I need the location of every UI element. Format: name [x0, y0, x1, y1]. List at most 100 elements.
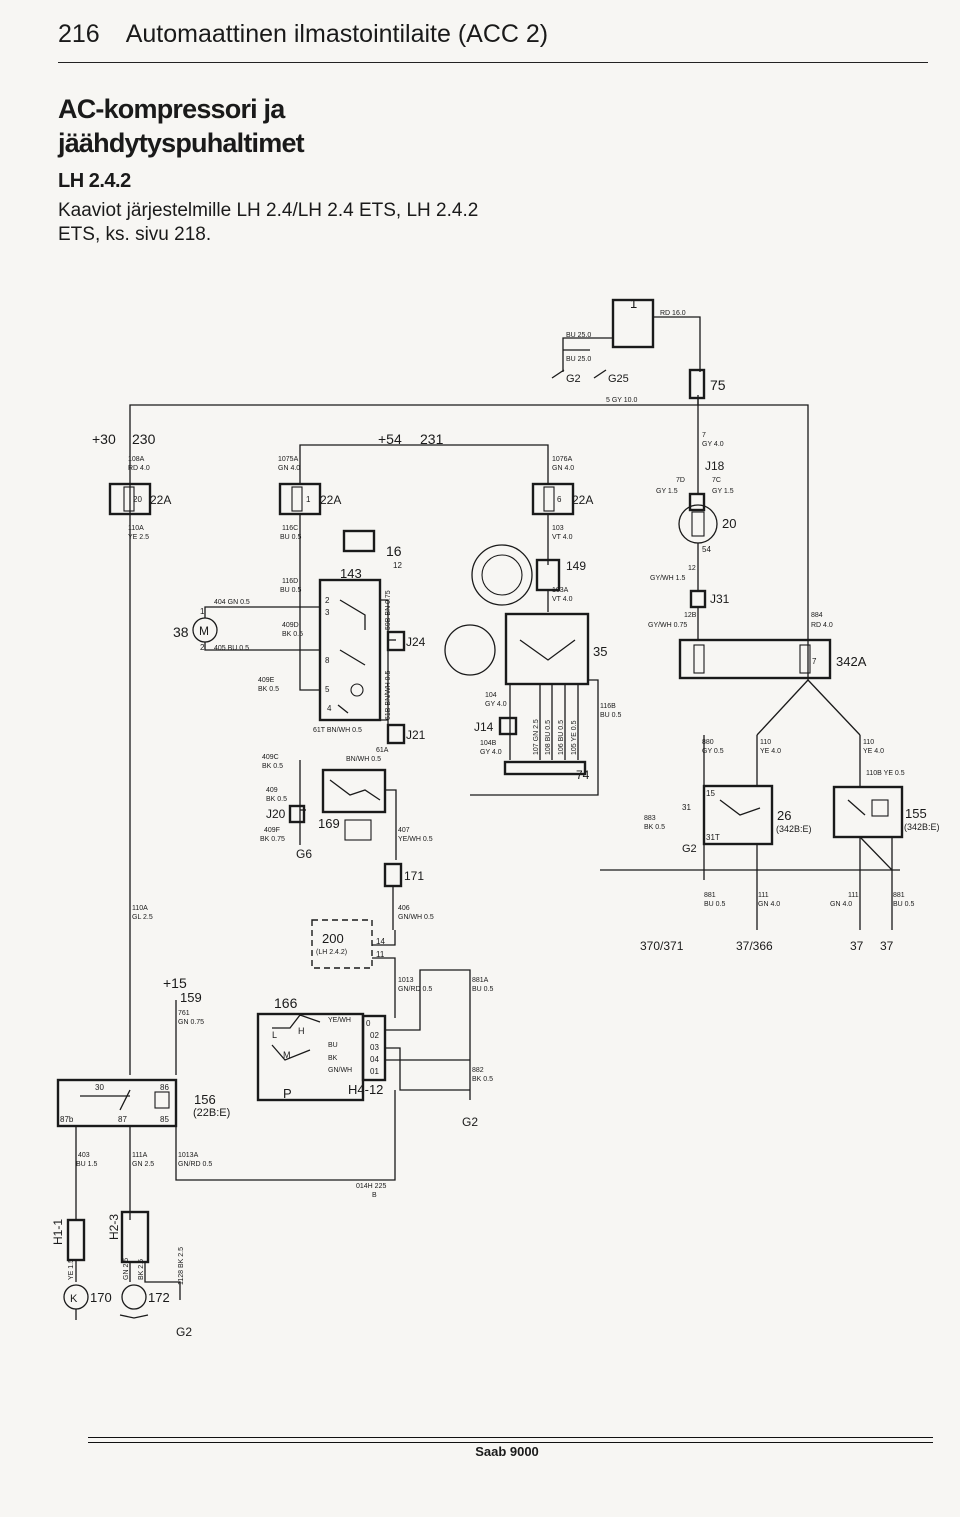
pin-31: 31	[682, 803, 691, 812]
label-cJ31: J31	[710, 592, 730, 606]
wire-rd16: RD 16.0	[660, 310, 686, 317]
label-cH11: H1-1	[51, 1219, 65, 1245]
label-c22A-mid: 22A	[320, 493, 341, 507]
section-title: AC-kompressori ja jäähdytyspuhaltimet	[58, 94, 305, 158]
wire-108: 108 BU 0.5	[545, 720, 552, 755]
pin-01: 01	[370, 1067, 379, 1076]
label-cH23: H2-3	[107, 1214, 121, 1240]
pin-7: 7	[812, 657, 817, 666]
wire-407: 407	[398, 827, 410, 834]
label-cP: P	[283, 1086, 292, 1101]
connector-74-strip	[503, 760, 587, 776]
wire-881-spec: BU 0.5	[704, 901, 726, 908]
connector-H1-1-box	[66, 1218, 86, 1262]
label-n230: 230	[132, 431, 156, 447]
wire-yewh: YE/WH	[328, 1017, 351, 1024]
wire-881r: 881	[893, 892, 905, 899]
wire-883: 883	[644, 815, 656, 822]
pin-87: 87	[118, 1115, 127, 1124]
wire-409: 409	[266, 787, 278, 794]
wire-gnwh: GN/WH	[328, 1067, 352, 1074]
wire-103-spec: VT 4.0	[552, 534, 573, 541]
wire-103A: 103A	[552, 587, 569, 594]
wire-bu25b: BU 25.0	[566, 356, 591, 363]
wire-104: 104	[485, 692, 497, 699]
label-c75: 75	[710, 377, 726, 393]
label-c22A-right: 22A	[572, 493, 593, 507]
connector-H2-3-box	[120, 1210, 150, 1264]
wire-881A-spec: BU 0.5	[472, 986, 494, 993]
wire-110A: 110A	[128, 525, 144, 532]
wire-116C-spec: BU 0.5	[280, 534, 302, 541]
wire-labels: RD 16.0 BU 25.0 BU 25.0 5 GY 10.0 108A R…	[68, 310, 915, 1285]
label-c169: 169	[318, 816, 340, 831]
wire-404: 404 GN 0.5	[214, 599, 250, 606]
wire-409C-spec: BK 0.5	[262, 763, 283, 770]
wiring-lines	[56, 298, 904, 1320]
wire-409D-spec: BK 0.5	[282, 631, 303, 638]
wire-1013A-spec: GN/RD 0.5	[178, 1161, 212, 1168]
pin-2b: 2	[325, 596, 330, 605]
wire-409E: 409E	[258, 677, 275, 684]
header-rule	[58, 62, 928, 63]
fan-motor-172-symbol	[121, 1284, 147, 1310]
label-cJ20: J20	[266, 807, 286, 821]
label-c22A-left: 22A	[150, 493, 171, 507]
wire-883-spec: BK 0.5	[644, 824, 665, 831]
wire-bk: BK	[328, 1055, 338, 1062]
wire-881r-spec: BU 0.5	[893, 901, 915, 908]
wire-409F: 409F	[264, 827, 280, 834]
pin-87b: 87b	[60, 1115, 74, 1124]
wire-409-spec: BK 0.5	[266, 796, 287, 803]
label-cG25: G25	[608, 373, 629, 385]
wire-1013-spec: GN/RD 0.5	[398, 986, 432, 993]
fuse-22A-left-box	[108, 482, 152, 516]
wire-111A: 111A	[132, 1152, 148, 1159]
wire-12-spec: GY/WH 1.5	[650, 575, 686, 582]
fuse-22A-right-box	[531, 482, 575, 516]
pin-labels: 1 2 20 1 6 7 8 2 3 4 5 12 30 86 87 85 87…	[60, 495, 817, 1124]
label-c155: 155	[905, 806, 927, 821]
page-number: 216	[58, 20, 100, 48]
section-note: Kaaviot järjestelmille LH 2.4/LH 2.4 ETS…	[58, 200, 479, 245]
wire-103: 103	[552, 525, 564, 532]
wire-bu25	[562, 337, 613, 372]
label-c26-note: (342B:E)	[776, 824, 812, 834]
pin-04: 04	[370, 1055, 379, 1064]
wire-gn25: GN 2.5	[123, 1258, 130, 1280]
wire-1128: 1128 BK 2.5	[178, 1247, 185, 1285]
label-c200-note: (LH 2.4.2)	[316, 949, 347, 956]
label-c155-note: (342B:E)	[904, 822, 940, 832]
label-cJ24: J24	[406, 635, 426, 649]
footer-rule	[88, 1437, 933, 1438]
wire-104B: 104B	[480, 740, 497, 747]
label-c26: 26	[777, 808, 791, 823]
battery-box	[611, 298, 655, 349]
label-code: 014H 225	[356, 1183, 386, 1190]
wire-104B-spec: GY 4.0	[480, 749, 502, 756]
wire-7D: 7D	[676, 477, 685, 484]
wire-882-spec: BK 0.5	[472, 1076, 493, 1083]
wire-103A-spec: VT 4.0	[552, 596, 573, 603]
ac-switch-35-symbol	[444, 624, 496, 676]
wire-108A: 108A	[128, 456, 145, 463]
label-cJ14: J14	[474, 720, 494, 734]
fuse-342A-box	[678, 638, 832, 680]
footer-rule-thin	[88, 1442, 933, 1443]
pin-15: 15	[706, 789, 715, 798]
wire-1075A: 1075A	[278, 456, 299, 463]
wire-105: 105 YE 0.5	[571, 720, 578, 755]
wire-884-spec: RD 4.0	[811, 622, 833, 629]
wire-110A-spec: YE 2.5	[128, 534, 149, 541]
wire-110r: 110	[863, 739, 874, 746]
wire-12B-spec: GY/WH 0.75	[648, 622, 687, 629]
label-cG2-mid: G2	[462, 1115, 478, 1129]
wire-407-spec: YE/WH 0.5	[398, 836, 433, 843]
label-c159: 159	[180, 990, 202, 1005]
wire-409F-spec: BK 0.75	[260, 836, 285, 843]
wire-bk25: BK 2.5	[138, 1259, 145, 1280]
label-c156-note: (22B:E)	[193, 1107, 230, 1119]
pin-M: M	[283, 1050, 291, 1060]
wire-761-spec: GN 0.75	[178, 1019, 204, 1026]
